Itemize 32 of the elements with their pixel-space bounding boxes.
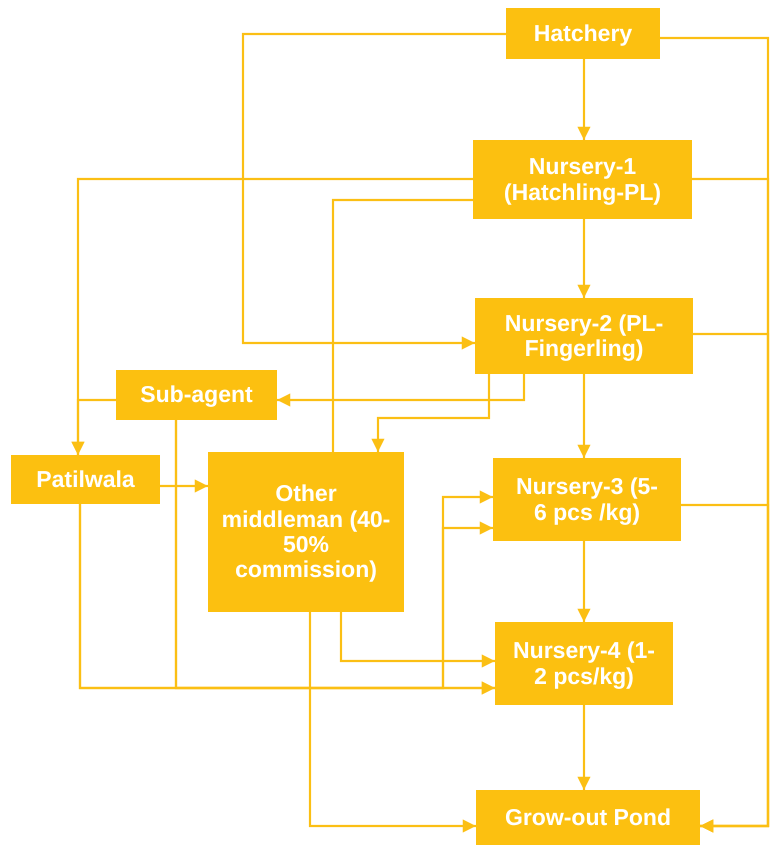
process-box: [208, 452, 404, 612]
arrow: [308, 612, 476, 833]
box-label: Nursery-1 (Hatchling-PL): [502, 154, 662, 205]
arrow: [242, 32, 506, 350]
box-label: Sub-agent: [140, 382, 253, 408]
process-box: [506, 8, 660, 59]
arrow: [340, 612, 495, 668]
box-label: Nursery-2 (PL-Fingerling): [504, 310, 664, 362]
arrow: [71, 398, 116, 455]
process-box: [11, 455, 160, 504]
process-box: [476, 790, 700, 845]
arrow: [371, 374, 490, 452]
process-box: [475, 298, 693, 374]
arrow: [277, 374, 526, 407]
process-box: [116, 370, 277, 420]
arrow: [577, 541, 591, 622]
box-label: Hatchery: [534, 20, 632, 46]
arrow: [681, 504, 770, 833]
connector-line: [332, 198, 473, 452]
box-label: Grow-out Pond: [504, 804, 672, 830]
arrow: [160, 479, 208, 493]
box-label: Nursery-3 (5-6 pcs /kg): [515, 474, 659, 525]
process-box: [493, 458, 681, 541]
process-box: [473, 140, 692, 219]
process-box: [495, 622, 673, 705]
box-label: Nursery-4 (1-2 pcs/kg): [512, 638, 656, 689]
arrow: [577, 374, 591, 458]
arrow: [577, 219, 591, 298]
box-label: Other middleman (40-50% commission): [220, 481, 392, 583]
arrow: [577, 705, 591, 790]
arrow: [577, 59, 591, 140]
box-label: Patilwala: [36, 466, 135, 492]
